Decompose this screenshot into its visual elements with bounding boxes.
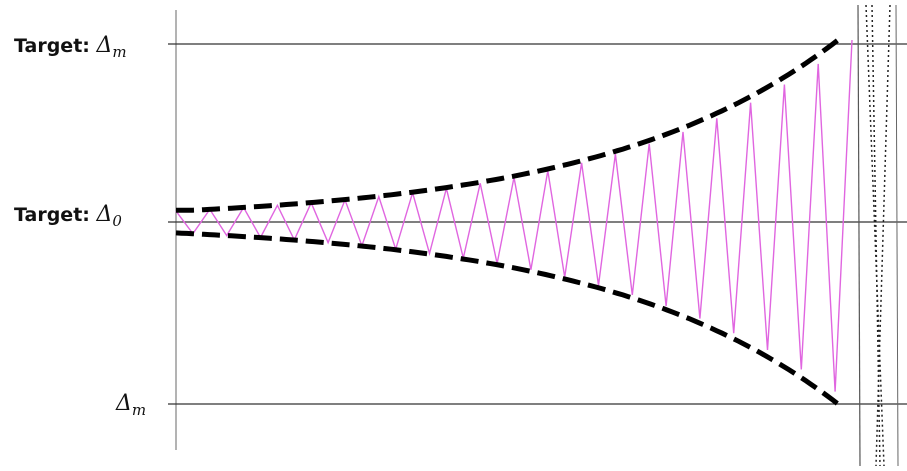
label-min: Δm	[115, 391, 146, 419]
lower-envelope-curve	[175, 230, 840, 406]
right-dotted-line-2	[871, 4, 881, 467]
label-target-max: Target: Δm	[14, 33, 127, 61]
oscillation-signal	[175, 39, 853, 392]
right-vertical-line-1	[857, 4, 861, 467]
right-vertical-line-2	[895, 4, 899, 467]
upper-envelope-curve	[176, 38, 840, 213]
right-dotted-line-1	[865, 4, 885, 467]
right-dotted-line-3	[875, 4, 891, 467]
label-target-zero: Target: Δ0	[14, 202, 122, 230]
